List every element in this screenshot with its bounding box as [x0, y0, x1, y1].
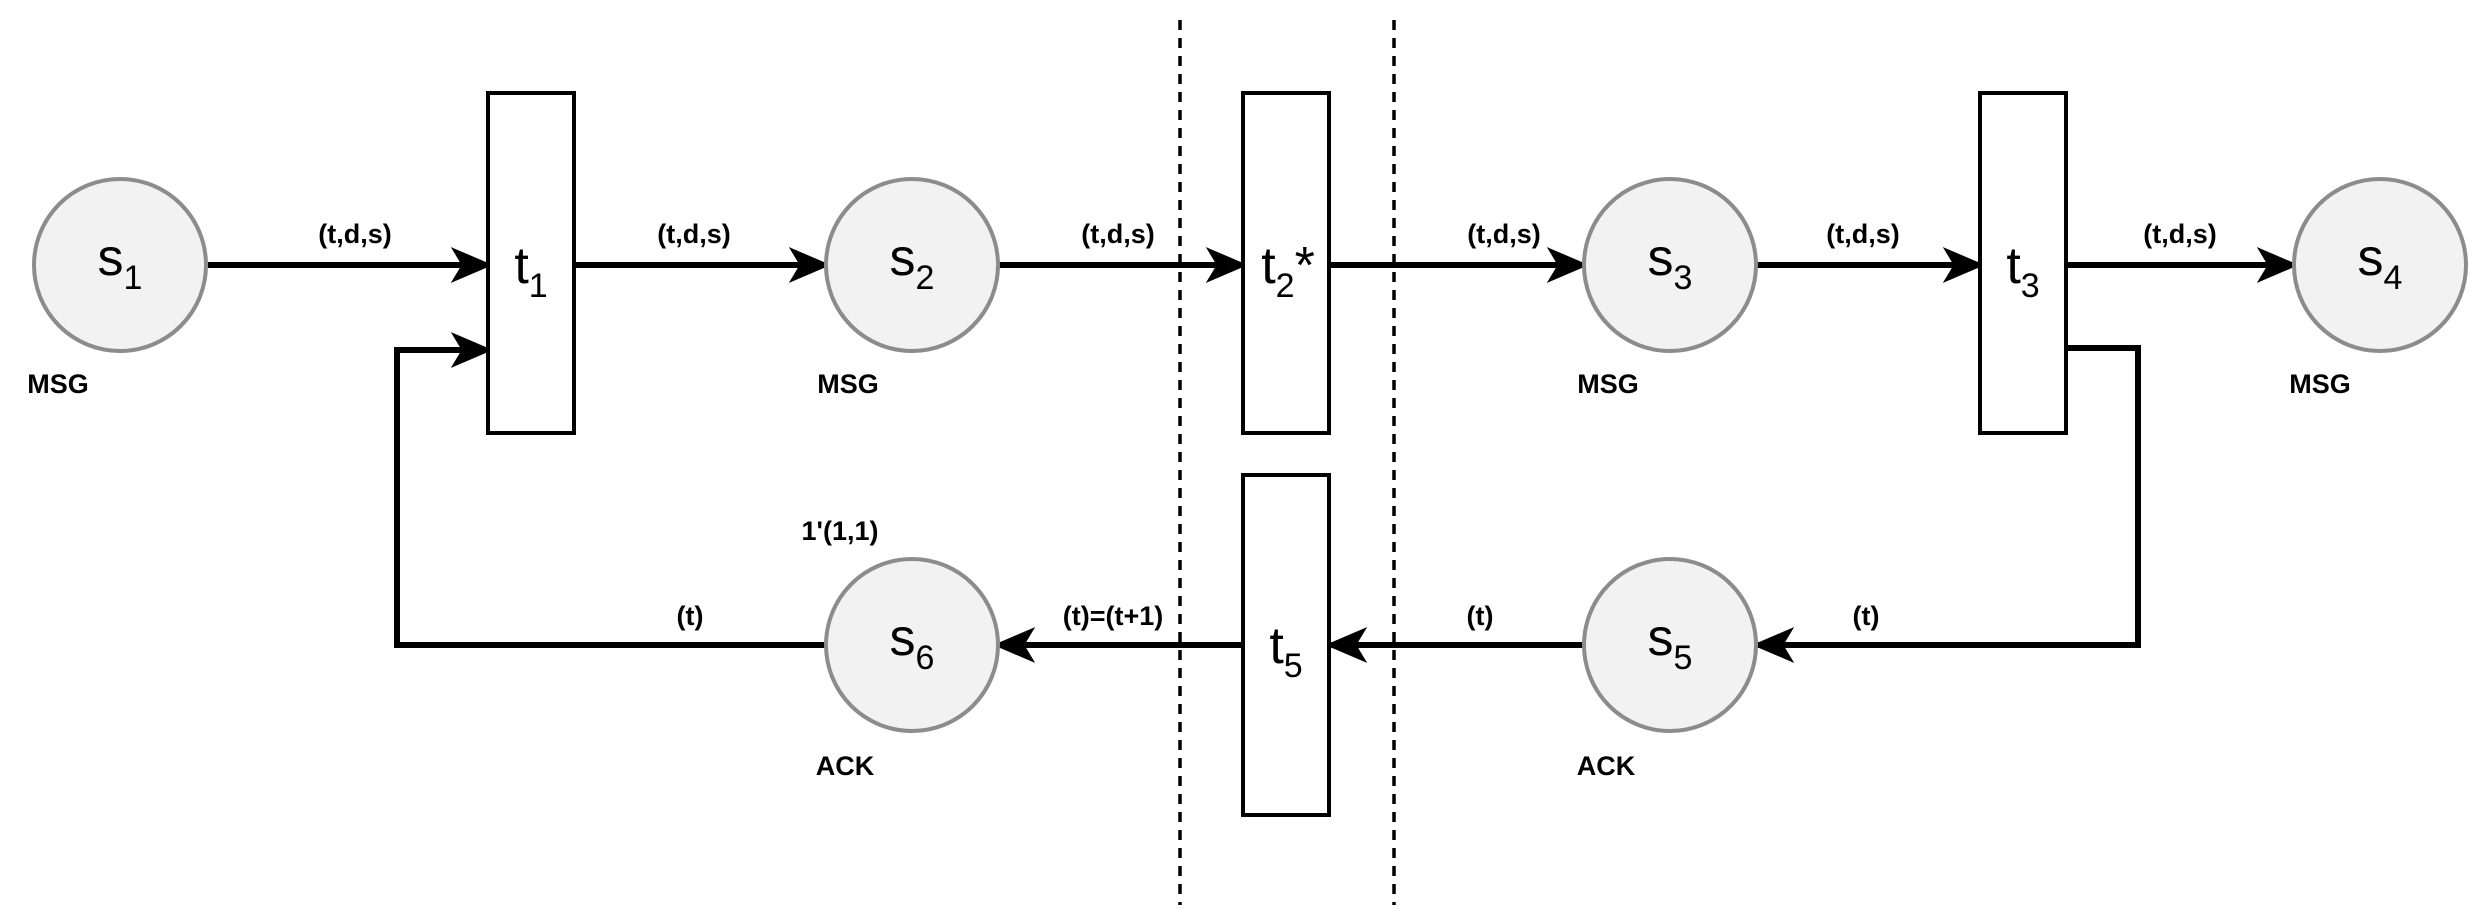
place-s1-circle	[32, 177, 208, 353]
transition-t1: t1	[486, 91, 576, 435]
place-s3-circle	[1582, 177, 1758, 353]
place-s6-label: s6	[890, 609, 935, 677]
transition-t3: t3	[1978, 91, 2068, 435]
place-s2-circle	[824, 177, 1000, 353]
colorset-label-s1: MSG	[27, 369, 89, 399]
place-s6-circle	[824, 557, 1000, 733]
place-s4: s4	[2292, 177, 2468, 353]
place-s3-label: s3	[1648, 229, 1693, 297]
transition-t3-box	[1978, 91, 2068, 435]
arcs	[208, 247, 2299, 663]
transition-t2-box	[1241, 91, 1331, 435]
transition-t2: t2*	[1241, 91, 1331, 435]
arc-label-s3-t3: (t,d,s)	[1826, 219, 1900, 249]
place-s1: s1	[32, 177, 208, 353]
place-s5-label: s5	[1648, 609, 1693, 677]
arc-label-t3-s5: (t)	[1853, 601, 1880, 631]
arc-label-t1-s2: (t,d,s)	[657, 219, 731, 249]
colorset-label-s2: MSG	[817, 369, 879, 399]
arc-label-t2-s3: (t,d,s)	[1467, 219, 1541, 249]
arc-label-s1-t1: (t,d,s)	[318, 219, 392, 249]
arc-s6-t1	[394, 332, 826, 648]
arc-t3-s5	[1752, 345, 2141, 663]
transition-t1-label: t1	[514, 237, 547, 305]
transition-t1-box	[486, 91, 576, 435]
colorset-label-s3: MSG	[1577, 369, 1639, 399]
initial-marking-s6: 1'(1,1)	[802, 516, 879, 546]
place-s5-circle	[1582, 557, 1758, 733]
arc-label-s2-t2: (t,d,s)	[1081, 219, 1155, 249]
place-s3: s3	[1582, 177, 1758, 353]
place-s2-label: s2	[890, 229, 935, 297]
colorset-label-s4: MSG	[2289, 369, 2351, 399]
place-s4-label: s4	[2358, 229, 2403, 297]
colorset-label-s5: ACK	[1577, 751, 1636, 781]
place-s1-label: s1	[98, 229, 143, 297]
transition-t3-label: t3	[2006, 237, 2039, 305]
arc-label-s6-t1: (t)	[677, 601, 704, 631]
place-s6: s6	[824, 557, 1000, 733]
transition-t5: t5	[1241, 473, 1331, 817]
arc-label-t3-s4: (t,d,s)	[2143, 219, 2217, 249]
place-s5: s5	[1582, 557, 1758, 733]
transition-t2-label: t2*	[1261, 237, 1315, 305]
place-s4-circle	[2292, 177, 2468, 353]
arc-label-s5-t5: (t)	[1467, 601, 1494, 631]
colorset-label-s6: ACK	[816, 751, 875, 781]
transition-t5-box	[1241, 473, 1331, 817]
place-s2: s2	[824, 177, 1000, 353]
arc-label-t5-s6: (t)=(t+1)	[1063, 601, 1164, 631]
transition-t5-label: t5	[1269, 617, 1302, 685]
